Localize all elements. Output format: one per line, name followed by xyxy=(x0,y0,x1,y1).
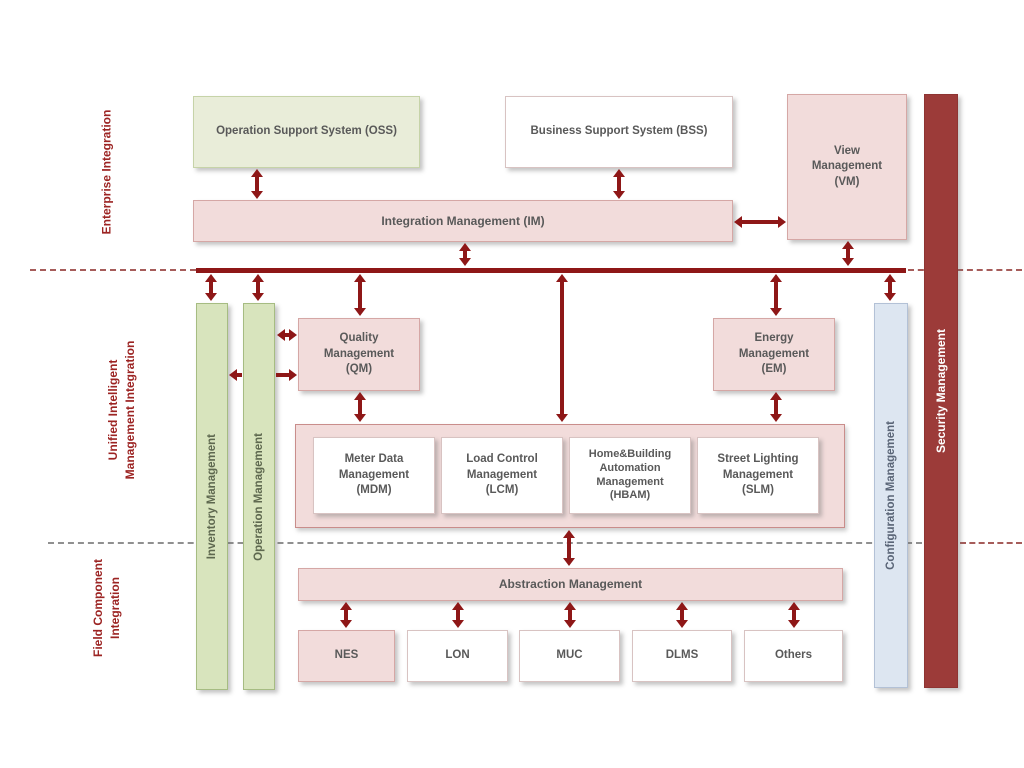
arrow-inventory-operation xyxy=(229,369,242,381)
arrow-operation-qm-lower xyxy=(276,369,297,381)
arrow-abstraction-lon xyxy=(452,602,464,628)
section-label-field-component-integration: Field Component Integration xyxy=(91,559,122,657)
section-label-enterprise-integration: Enterprise Integration xyxy=(99,109,114,235)
bar-operation-management-label: Operation Management xyxy=(253,432,265,561)
box-others: Others xyxy=(744,630,843,682)
arrow-im-bus xyxy=(459,243,471,266)
arrow-em-applications xyxy=(770,392,782,422)
bar-security-management-label: Security Management xyxy=(934,328,948,454)
section-label-unified-intelligent-management-integration: Unified Intelligent Management Integrati… xyxy=(106,340,137,480)
box-load-control-management: Load Control Management (LCM) xyxy=(441,437,563,514)
divider-enterprise-left xyxy=(30,269,196,271)
box-view-management: View Management (VM) xyxy=(787,94,907,240)
arrow-bus-em xyxy=(770,274,782,316)
bar-configuration-management-label: Configuration Management xyxy=(885,421,897,570)
arrow-bss-im xyxy=(613,169,625,199)
box-dlms: DLMS xyxy=(632,630,732,682)
box-home-building-automation-management: Home&Building Automation Management (HBA… xyxy=(569,437,691,514)
box-quality-management: Quality Management (QM) xyxy=(298,318,420,391)
arrow-abstraction-dlms xyxy=(676,602,688,628)
arrow-im-vm xyxy=(734,216,786,228)
bar-configuration-management: Configuration Management xyxy=(874,303,908,688)
box-muc: MUC xyxy=(519,630,620,682)
divider-field-left xyxy=(48,542,922,544)
arrow-abstraction-nes xyxy=(340,602,352,628)
bar-security-management: Security Management xyxy=(924,94,958,688)
arrow-bus-applications xyxy=(556,274,568,422)
arrow-applications-abstraction xyxy=(563,530,575,566)
box-meter-data-management: Meter Data Management (MDM) xyxy=(313,437,435,514)
arrow-bus-qm xyxy=(354,274,366,316)
arrow-abstraction-others xyxy=(788,602,800,628)
divider-enterprise-right xyxy=(908,269,1022,271)
arrow-qm-applications xyxy=(354,392,366,422)
bar-abstraction-management: Abstraction Management xyxy=(298,568,843,601)
box-nes: NES xyxy=(298,630,395,682)
box-energy-management: Energy Management (EM) xyxy=(713,318,835,391)
arrow-abstraction-muc xyxy=(564,602,576,628)
box-street-lighting-management: Street Lighting Management (SLM) xyxy=(697,437,819,514)
box-business-support-system: Business Support System (BSS) xyxy=(505,96,733,168)
arrow-bus-operation xyxy=(252,274,264,301)
box-lon: LON xyxy=(407,630,508,682)
arrow-oss-im xyxy=(251,169,263,199)
arrow-operation-qm-upper xyxy=(277,329,297,341)
bar-integration-management: Integration Management (IM) xyxy=(193,200,733,242)
bar-inventory-management: Inventory Management xyxy=(196,303,228,690)
arrow-vm-bus xyxy=(842,241,854,266)
divider-field-right xyxy=(960,542,1022,544)
arrow-bus-inventory xyxy=(205,274,217,301)
box-operation-support-system: Operation Support System (OSS) xyxy=(193,96,420,168)
bar-inventory-management-label: Inventory Management xyxy=(206,433,218,560)
bar-operation-management: Operation Management xyxy=(243,303,275,690)
integration-bus-line xyxy=(196,268,906,273)
arrow-bus-configuration xyxy=(884,274,896,301)
